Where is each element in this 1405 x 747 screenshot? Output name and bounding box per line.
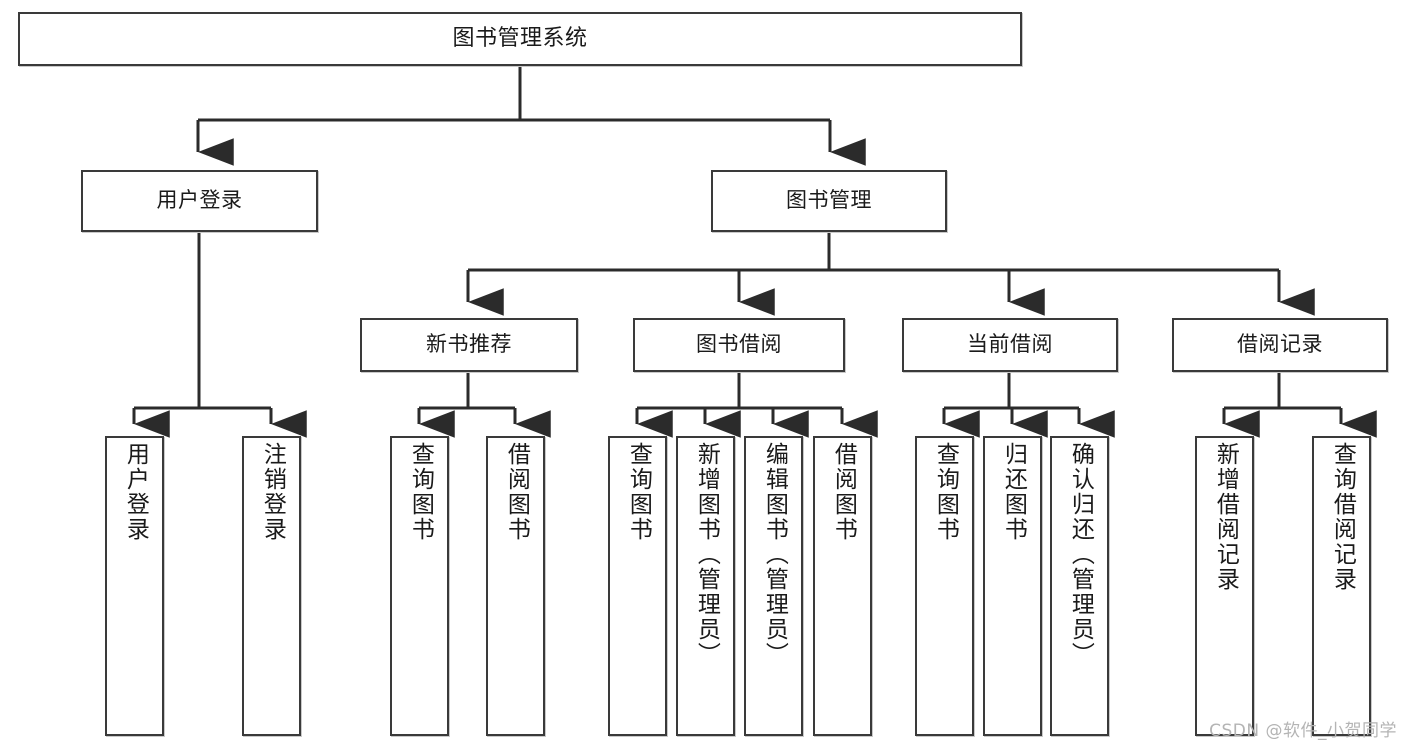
node-leaf-add-borrow-record[interactable]: 新增借阅记录 [1195, 436, 1254, 736]
node-current-borrow[interactable]: 当前借阅 [902, 318, 1118, 372]
node-label: 用户登录 [156, 188, 243, 213]
node-label: 新增图书（管理员） [693, 442, 720, 667]
new-books-to-leaf-edges [417, 372, 551, 438]
node-label: 图书管理 [786, 188, 872, 213]
node-leaf-confirm-return-admin[interactable]: 确认归还（管理员） [1050, 436, 1109, 736]
node-leaf-logout[interactable]: 注销登录 [242, 436, 301, 736]
user-login-to-leaf-edges [132, 232, 307, 438]
node-leaf-return-books[interactable]: 归还图书 [983, 436, 1042, 736]
node-label: 借阅记录 [1237, 332, 1323, 357]
node-leaf-user-login[interactable]: 用户登录 [105, 436, 164, 736]
node-label: 查询借阅记录 [1329, 442, 1356, 592]
node-leaf-borrow-books-new[interactable]: 借阅图书 [486, 436, 545, 736]
node-label: 当前借阅 [967, 332, 1053, 357]
node-leaf-borrow-books[interactable]: 借阅图书 [813, 436, 872, 736]
node-leaf-add-book-admin[interactable]: 新增图书（管理员） [676, 436, 735, 736]
node-leaf-query-books-new[interactable]: 查询图书 [390, 436, 449, 736]
node-book-management[interactable]: 图书管理 [711, 170, 947, 232]
node-label: 确认归还（管理员） [1067, 442, 1094, 667]
node-label: 查询图书 [932, 442, 959, 542]
node-new-book-recommend[interactable]: 新书推荐 [360, 318, 578, 372]
node-label: 用户登录 [122, 442, 149, 542]
book-mgmt-to-level3-edges [466, 232, 1315, 316]
borrow-records-to-leaf-edges [1222, 372, 1377, 438]
node-leaf-query-books[interactable]: 查询图书 [608, 436, 667, 736]
node-label: 图书管理系统 [452, 25, 588, 51]
book-borrow-to-leaf-edges [635, 372, 878, 438]
node-label: 查询图书 [407, 442, 434, 542]
node-leaf-query-borrow-record[interactable]: 查询借阅记录 [1312, 436, 1371, 736]
node-leaf-edit-book-admin[interactable]: 编辑图书（管理员） [744, 436, 803, 736]
root-to-level2-edges [196, 66, 866, 166]
node-label: 新增借阅记录 [1212, 442, 1239, 592]
node-label: 图书借阅 [696, 332, 782, 357]
node-label: 编辑图书（管理员） [761, 442, 788, 667]
node-label: 借阅图书 [830, 442, 857, 542]
node-label: 归还图书 [1000, 442, 1027, 542]
csdn-watermark: CSDN @软件_小贺同学 [1209, 721, 1397, 741]
current-borrow-to-leaf-edges [942, 372, 1115, 438]
node-book-borrow[interactable]: 图书借阅 [633, 318, 845, 372]
node-root-system[interactable]: 图书管理系统 [18, 12, 1022, 66]
node-label: 新书推荐 [426, 332, 512, 357]
node-user-login[interactable]: 用户登录 [81, 170, 318, 232]
node-borrow-records[interactable]: 借阅记录 [1172, 318, 1388, 372]
node-label: 查询图书 [625, 442, 652, 542]
node-label: 借阅图书 [503, 442, 530, 542]
node-leaf-query-books-current[interactable]: 查询图书 [915, 436, 974, 736]
node-label: 注销登录 [259, 442, 286, 542]
